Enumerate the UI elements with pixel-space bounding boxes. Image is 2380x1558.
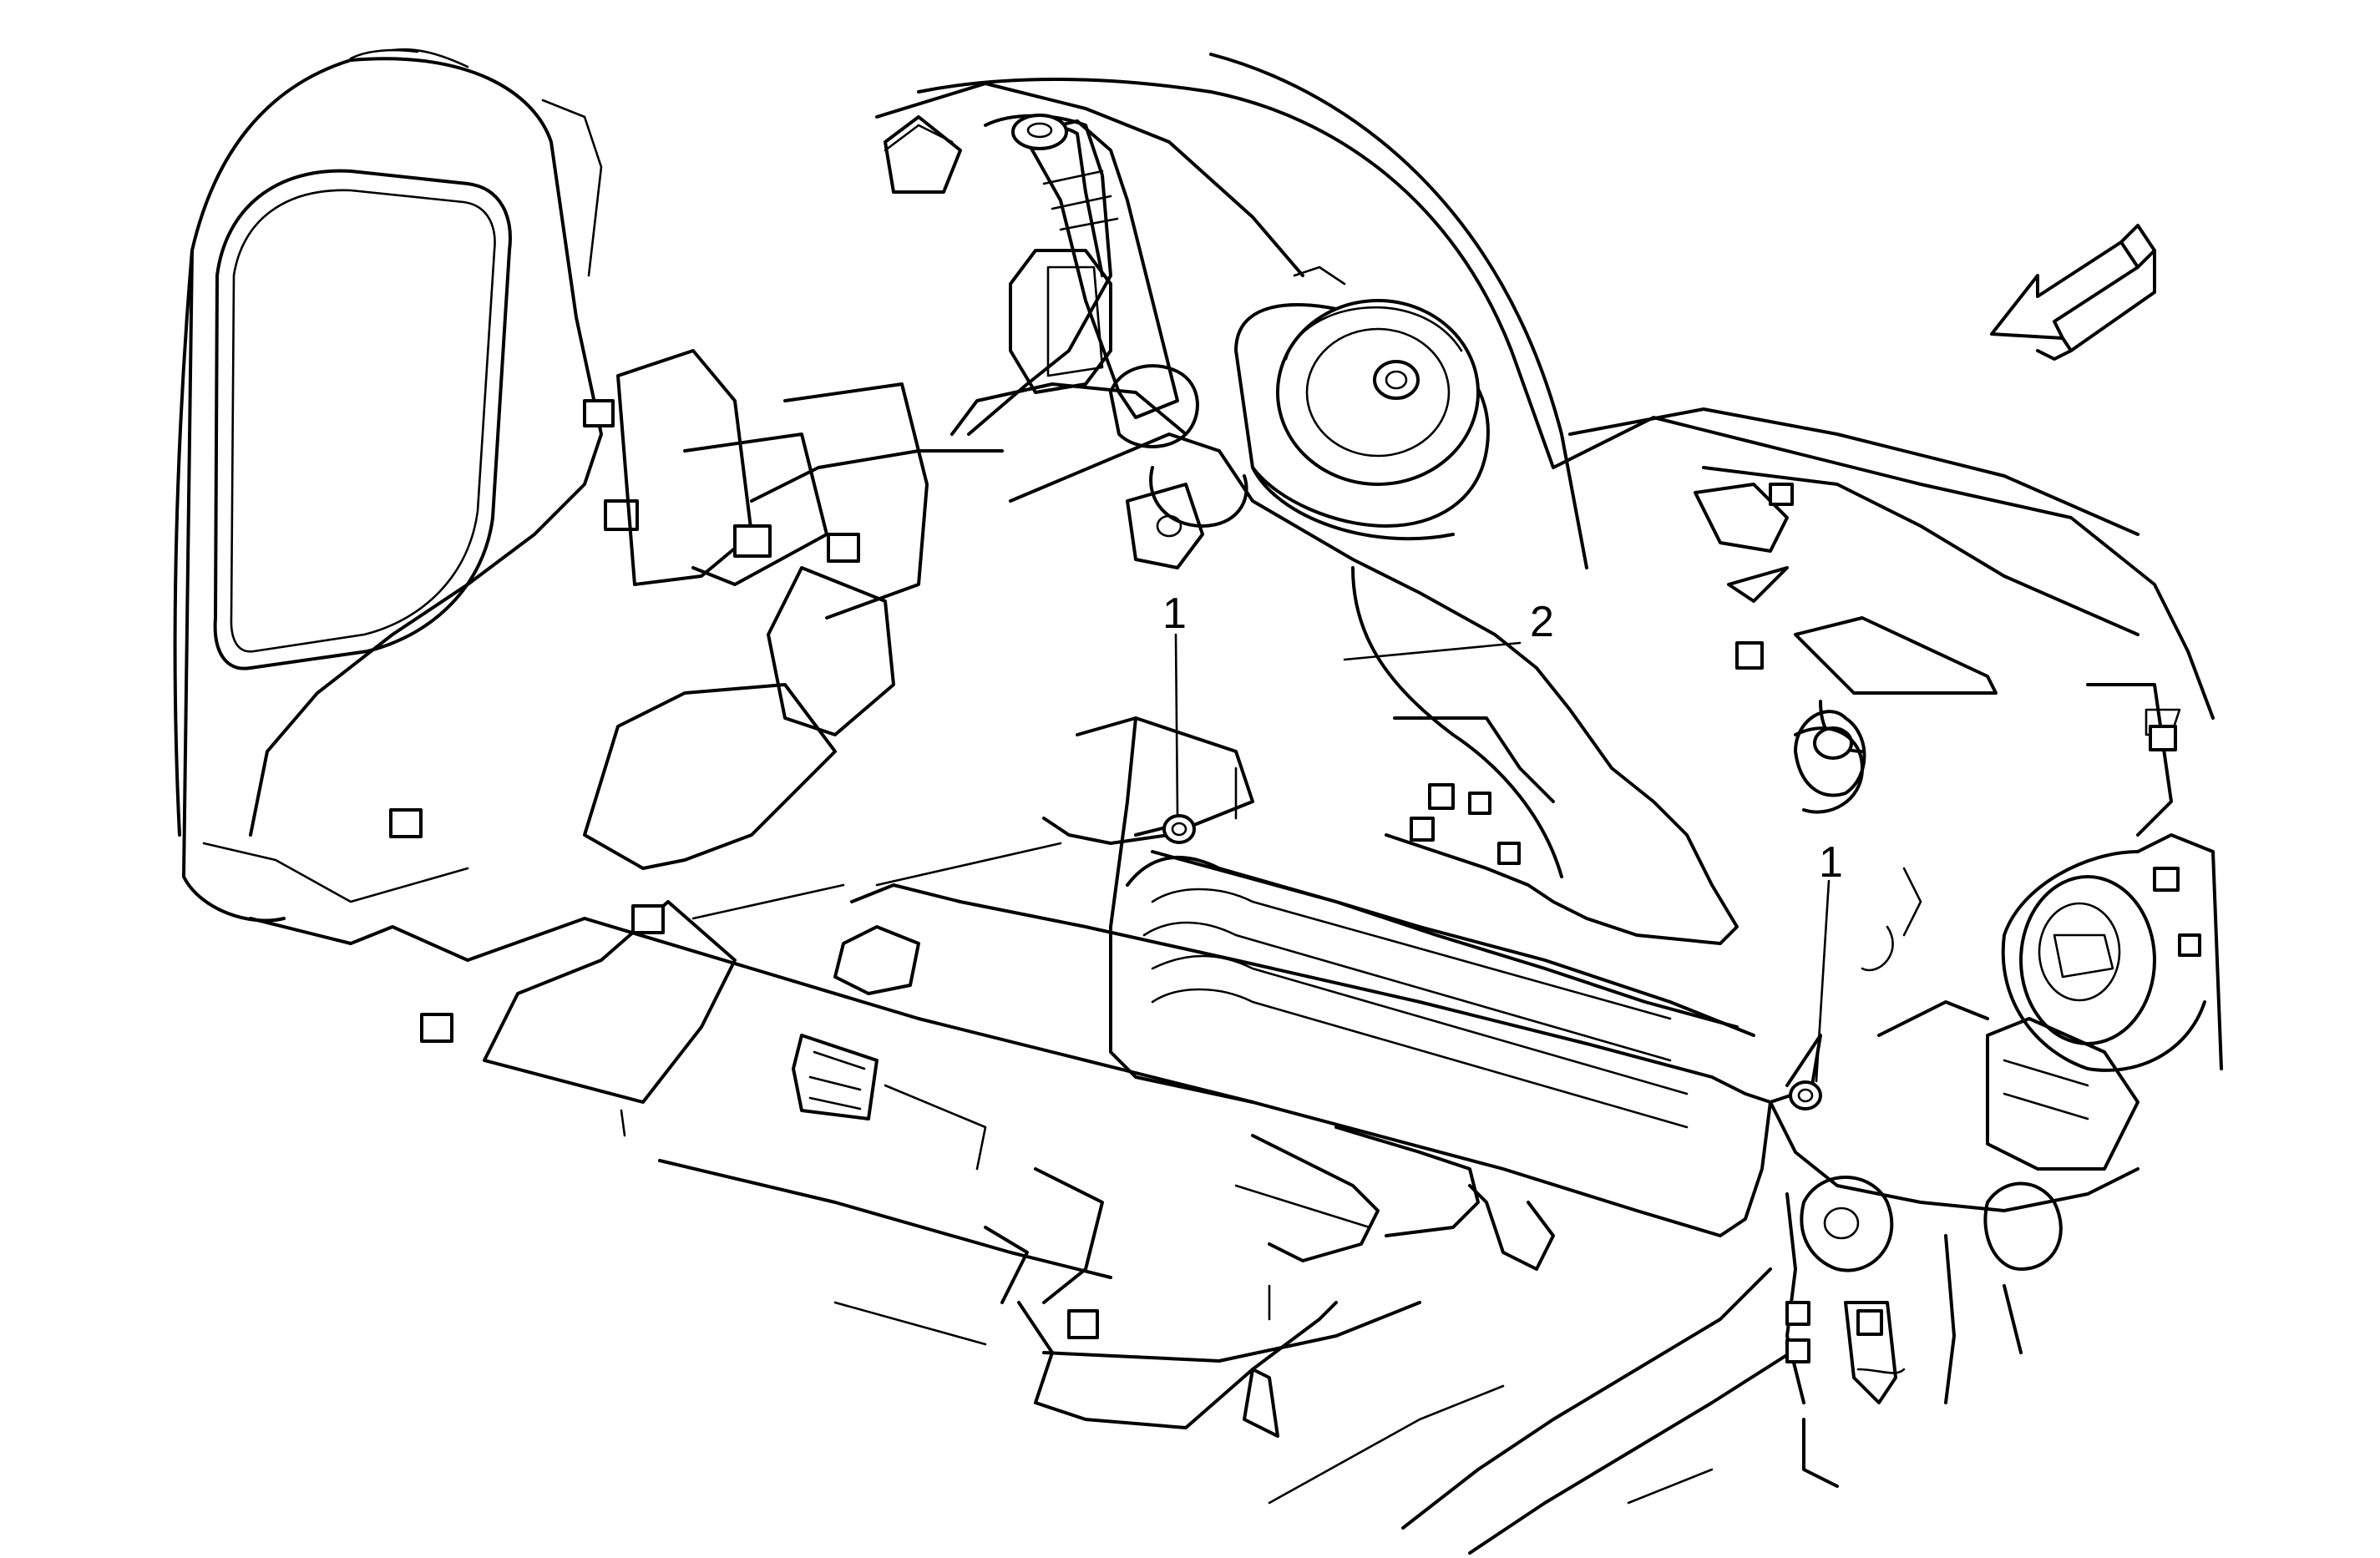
steering-shaft: [1011, 114, 1199, 448]
knee-bolster: [833, 716, 1822, 1271]
column-bracket: [1009, 432, 1864, 945]
bolt-left: [1134, 814, 1196, 844]
callout-bracket: 2: [1530, 598, 1554, 646]
callouts: 1 1 2: [1162, 589, 1843, 887]
right-side-vent: [1861, 833, 2223, 1171]
bolt-right: [1769, 1080, 1822, 1110]
left-panel-side: [173, 48, 639, 1043]
left-brackets: [483, 349, 929, 1137]
right-lower-structure: [1769, 1100, 2139, 1488]
callout-bolt-left: 1: [1162, 589, 1187, 638]
column-seal: [1234, 266, 1490, 541]
leader-lines: [691, 633, 1831, 1083]
lower-dash: [583, 917, 1805, 1555]
dash-upper-right: [1209, 53, 2215, 837]
callout-bolt-right: 1: [1819, 838, 1843, 887]
front-of-vehicle-arrow-icon: [1990, 224, 2156, 361]
